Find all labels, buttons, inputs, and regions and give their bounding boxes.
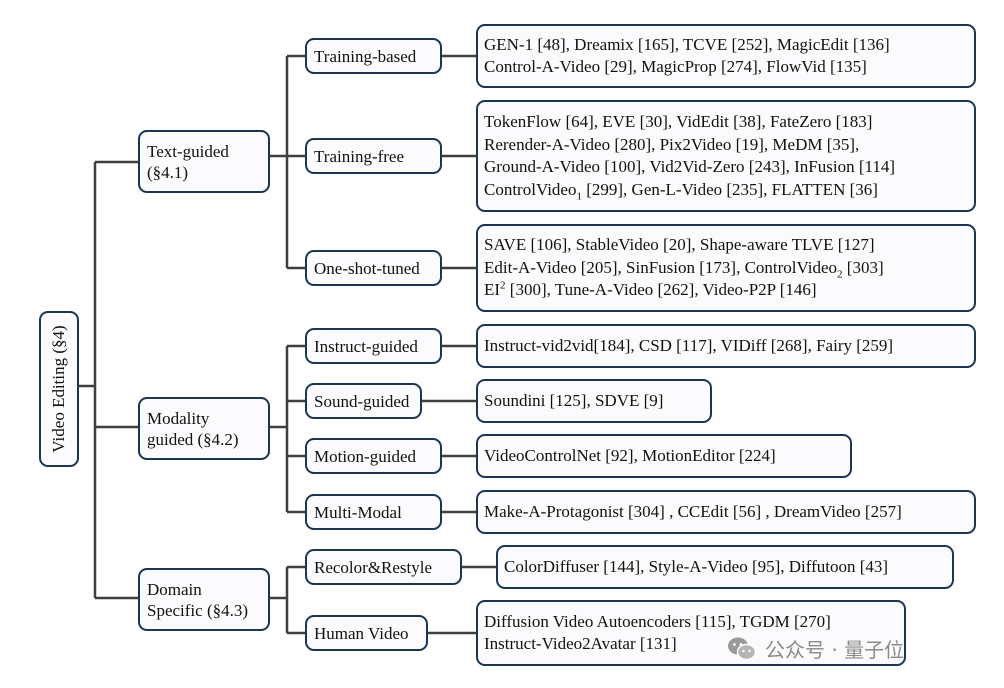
subcategory-label: Multi-Modal (314, 502, 402, 522)
subcategory-human-video: Human Video (305, 615, 428, 651)
subcategory-label: Training-based (314, 46, 417, 66)
method-line: Rerender-A-Video [280], Pix2Video [19], … (484, 134, 860, 154)
method-line: Control-A-Video [29], MagicProp [274], F… (484, 57, 867, 76)
method-line: Ground-A-Video [100], Vid2Vid-Zero [243]… (484, 157, 896, 176)
method-line: TokenFlow [64], EVE [30], VidEdit [38], … (484, 112, 873, 131)
subcategory-one-shot-tuned: One-shot-tuned (305, 250, 442, 286)
method-text: ControlVideo (484, 179, 577, 199)
method-line: Instruct-Video2Avatar [131] (484, 634, 677, 653)
methods-recolor-restyle: ColorDiffuser [144], Style-A-Video [95],… (496, 545, 954, 589)
methods-human-video: Diffusion Video Autoencoders [115], TGDM… (476, 600, 906, 666)
method-line: Soundini [125], SDVE [9] (484, 390, 664, 410)
methods-training-free: TokenFlow [64], EVE [30], VidEdit [38], … (476, 100, 976, 212)
subcategory-motion-guided: Motion-guided (305, 438, 442, 474)
method-line: Diffusion Video Autoencoders [115], TGDM… (484, 611, 831, 631)
category-label-line: Specific (§4.3) (147, 600, 249, 620)
method-line: Instruct-vid2vid[184], CSD [117], VIDiff… (484, 335, 894, 355)
subcategory-label: Training-free (314, 146, 405, 166)
root-label: Video Editing (§4) (49, 325, 68, 453)
wechat-icon (728, 637, 757, 660)
methods-instruct-guided: Instruct-vid2vid[184], CSD [117], VIDiff… (476, 324, 976, 368)
category-label-line: (§4.1) (147, 162, 189, 182)
subcategory-training-free: Training-free (305, 138, 442, 174)
category-label-line: Domain (147, 579, 202, 599)
subcategory-label: Sound-guided (314, 391, 410, 411)
watermark-text: 公众号 · 量子位 (765, 638, 905, 662)
root-node-video-editing: Video Editing (§4) (39, 311, 79, 467)
watermark: 公众号 · 量子位 (727, 634, 904, 663)
category-modality-guided: Modality guided (§4.2) (138, 397, 270, 460)
subcategory-label: One-shot-tuned (314, 258, 420, 278)
method-line: Make-A-Protagonist [304] , CCEdit [56] ,… (484, 501, 902, 521)
subcategory-multi-modal: Multi-Modal (305, 494, 442, 530)
method-line: Edit-A-Video [205], SinFusion [173], Con… (484, 257, 884, 280)
methods-one-shot-tuned: SAVE [106], StableVideo [20], Shape-awar… (476, 224, 976, 312)
method-line: EI2 [300], Tune-A-Video [262], Video-P2P… (484, 279, 817, 302)
category-label-line: guided (§4.2) (147, 429, 239, 449)
method-line: SAVE [106], StableVideo [20], Shape-awar… (484, 235, 875, 255)
methods-training-based: GEN-1 [48], Dreamix [165], TCVE [252], M… (476, 24, 976, 88)
category-label-line: Text-guided (147, 141, 229, 161)
category-text-guided: Text-guided (§4.1) (138, 130, 270, 193)
subcategory-instruct-guided: Instruct-guided (305, 328, 442, 364)
subcategory-label: Motion-guided (314, 446, 416, 466)
method-superscript: 2 (500, 279, 506, 292)
method-text: [299], Gen-L-Video [235], FLATTEN [36] (581, 179, 878, 199)
subcategory-training-based: Training-based (305, 38, 442, 74)
method-subscript: 2 (837, 268, 843, 281)
method-subscript: 1 (576, 189, 582, 202)
methods-multi-modal: Make-A-Protagonist [304] , CCEdit [56] ,… (476, 490, 976, 534)
method-line: GEN-1 [48], Dreamix [165], TCVE [252], M… (484, 34, 890, 54)
category-label-line: Modality (147, 408, 210, 428)
method-text: [300], Tune-A-Video [262], Video-P2P [14… (505, 280, 817, 300)
methods-motion-guided: VideoControlNet [92], MotionEditor [224] (476, 434, 852, 478)
method-line: VideoControlNet [92], MotionEditor [224] (484, 445, 776, 465)
subcategory-label: Instruct-guided (314, 336, 418, 356)
method-text: Edit-A-Video [205], SinFusion [173], Con… (484, 257, 838, 277)
method-text: [303] (842, 257, 884, 277)
method-line: ControlVideo1 [299], Gen-L-Video [235], … (484, 179, 878, 202)
subcategory-label: Human Video (314, 623, 409, 643)
method-text: EI (484, 280, 501, 300)
method-line: ColorDiffuser [144], Style-A-Video [95],… (504, 556, 889, 576)
methods-sound-guided: Soundini [125], SDVE [9] (476, 379, 712, 423)
category-domain-specific: Domain Specific (§4.3) (138, 568, 270, 631)
subcategory-recolor-restyle: Recolor&Restyle (305, 549, 462, 585)
subcategory-label: Recolor&Restyle (314, 557, 433, 577)
subcategory-sound-guided: Sound-guided (305, 383, 422, 419)
